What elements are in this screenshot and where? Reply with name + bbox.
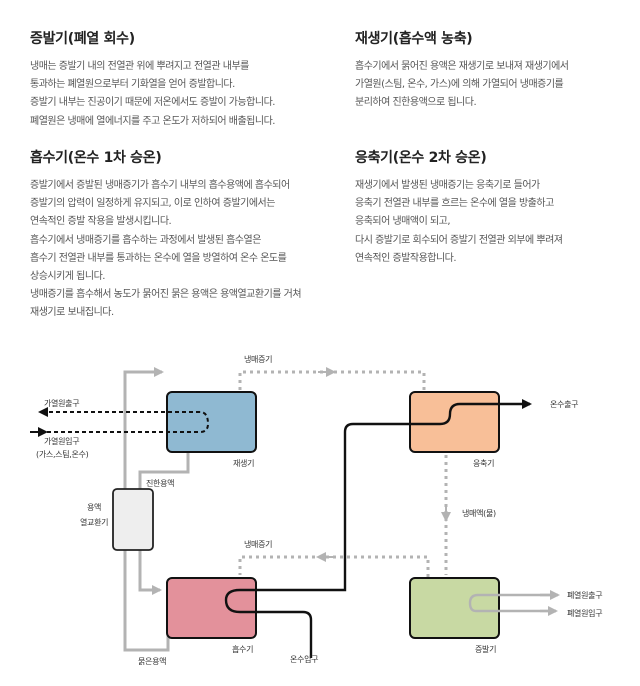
label-weak-solution: 묽은용액	[138, 656, 166, 666]
evaporator-box	[409, 577, 500, 639]
vapor-mid-line	[238, 555, 430, 577]
section-line: 분리하여 진한용액으로 됩니다.	[355, 97, 477, 109]
label-strong-solution: 진한용액	[146, 478, 174, 488]
section-line: 폐열원은 냉매에 열에너지를 주고 온도가 저하되어 배출됩니다.	[30, 115, 275, 127]
strong-solution-line	[138, 452, 190, 595]
label-heat-in-sub: (가스,스팀,온수)	[36, 449, 89, 459]
hotwater-line	[224, 399, 532, 658]
section-line: 재생기에서 발생된 냉매증기는 응축기로 들어가	[355, 180, 540, 191]
label-heat-in: 가열원입구	[44, 437, 79, 446]
section-evaporator: 증발기(폐열 회수) 냉매는 증발기 내의 전열관 위에 뿌려지고 전열관 내부…	[30, 28, 320, 131]
section-line: 통과하는 폐열원으로부터 기화열을 얻어 증발합니다.	[30, 79, 235, 91]
section-title: 응축기(온수 2차 승온)	[355, 150, 487, 166]
label-waste-in: 폐열원입구	[567, 608, 602, 618]
section-title: 재생기(흡수액 농축)	[355, 31, 473, 47]
label-condenser: 응축기	[473, 459, 494, 468]
section-line: 흡수기 전열관 내부를 통과하는 온수에 열을 방열하여 온수 온도를	[30, 252, 287, 264]
label-heat-out: 가열원출구	[44, 398, 79, 408]
label-refrigerant-liquid: 냉매액(물)	[462, 508, 496, 518]
regenerator-box	[166, 391, 257, 453]
label-vapor-top: 냉매증기	[244, 354, 272, 364]
section-line: 흡수기에서 냉매증기를 흡수하는 과정에서 발생된 흡수열은	[30, 234, 261, 246]
condenser-box	[409, 391, 500, 453]
absorber-box	[166, 577, 257, 639]
label-absorber: 흡수기	[232, 644, 253, 654]
label-regenerator: 재생기	[233, 458, 254, 468]
section-line: 증발기의 압력이 일정하게 유지되고, 이로 인하여 증발기에서는	[30, 198, 275, 210]
waste-heat-line	[468, 593, 556, 613]
section-condenser: 응축기(온수 2차 승온) 재생기에서 발생된 냉매증기는 응축기로 들어가 응…	[355, 147, 640, 268]
label-hotwater-in: 온수입구	[290, 655, 318, 664]
section-title: 흡수기(온수 1차 승온)	[30, 150, 162, 166]
section-line: 응축기 전열관 내부를 흐르는 온수에 열을 방출하고	[355, 198, 554, 210]
label-evaporator: 증발기	[475, 644, 496, 654]
label-vapor-mid: 냉매증기	[244, 539, 272, 549]
section-line: 흡수기에서 묽어진 용액은 재생기로 보내져 재생기에서	[355, 61, 569, 72]
section-line: 가열원(스팀, 온수, 가스)에 의해 가열되어 냉매증기를	[355, 79, 564, 91]
label-waste-out: 폐열원출구	[567, 590, 602, 600]
section-line: 연속적인 증발 작용을 발생시킵니다.	[30, 216, 172, 228]
absorption-cycle-diagram: 냉매증기 가열원출구 가열원입구 (가스,스팀,온수) 재생기 진한용액 용액 …	[30, 354, 603, 666]
section-title: 증발기(폐열 회수)	[30, 31, 135, 47]
section-line: 상승시키게 됩니다.	[30, 271, 105, 283]
vapor-top-line	[238, 370, 426, 390]
section-line: 증발기 내부는 진공이기 때문에 저온에서도 증발이 가능합니다.	[30, 97, 275, 109]
section-regenerator: 재생기(흡수액 농축) 흡수기에서 묽어진 용액은 재생기로 보내져 재생기에서…	[355, 28, 640, 113]
section-line: 냉매증기를 흡수해서 농도가 묽어진 묽은 용액은 용액열교환기를 거쳐	[30, 289, 302, 301]
label-hx-2: 열교환기	[80, 517, 108, 527]
label-hotwater-out: 온수출구	[550, 399, 578, 409]
section-line: 냉매는 증발기 내의 전열관 위에 뿌려지고 전열관 내부를	[30, 61, 249, 72]
label-hx-1: 용액	[87, 502, 101, 512]
section-line: 다시 증발기로 회수되어 증발기 전열관 외부에 뿌려져	[355, 234, 563, 246]
section-absorber: 흡수기(온수 1차 승온) 증발기에서 증발된 냉매증기가 흡수기 내부의 흡수…	[30, 147, 320, 323]
section-line: 응축되어 냉매액이 되고,	[355, 216, 451, 228]
heat-in-line	[40, 411, 210, 433]
section-line: 재생기로 보내집니다.	[30, 307, 114, 319]
heat-exchanger	[112, 488, 154, 551]
section-line: 증발기에서 증발된 냉매증기가 흡수기 내부의 흡수용액에 흡수되어	[30, 180, 290, 191]
section-line: 연속적인 증발작용합니다.	[355, 252, 457, 264]
